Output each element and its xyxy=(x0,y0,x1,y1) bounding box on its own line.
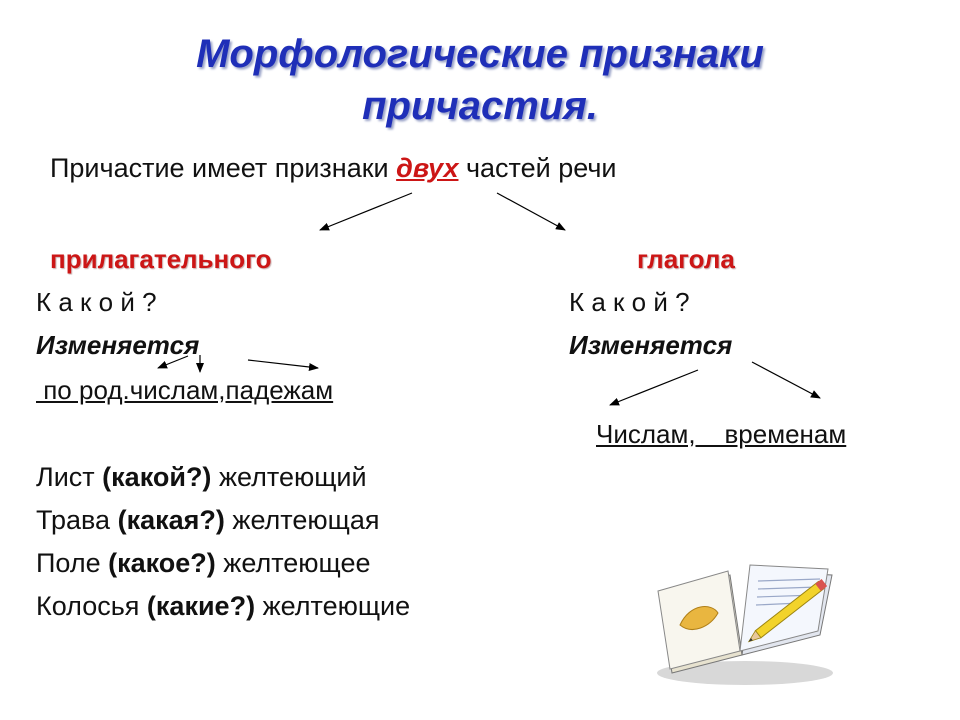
example-row: Поле (какое?) желтеющее xyxy=(36,548,371,579)
slide-title-line-2: причастия. xyxy=(362,84,598,128)
verb-question: К а к о й ? xyxy=(569,287,690,317)
example-participle: желтеющее xyxy=(215,548,371,578)
adjective-categories: по род.числам,падежам xyxy=(36,375,334,405)
arrow-to-verb xyxy=(496,192,566,231)
arrow-verb-right xyxy=(751,361,821,399)
example-row: Лист (какой?) желтеющий xyxy=(36,462,367,493)
lead-before: Причастие имеет признаки xyxy=(50,153,397,183)
lead-highlight: двух xyxy=(396,153,459,183)
example-noun: Лист xyxy=(36,462,103,492)
arrow-left-right xyxy=(247,359,319,371)
example-noun: Колосья xyxy=(36,591,147,621)
example-noun: Поле xyxy=(36,548,109,578)
arrow-left-small xyxy=(157,355,189,369)
example-question: (какая?) xyxy=(117,505,225,535)
example-question: (какой?) xyxy=(102,462,212,492)
arrow-to-adjective xyxy=(319,192,413,231)
example-participle: желтеющая xyxy=(224,505,380,535)
slide-title-line-1: Морфологические признаки xyxy=(196,32,764,76)
example-noun: Трава xyxy=(36,505,118,535)
adjective-changes: Изменяется xyxy=(36,330,200,360)
lead-after: частей речи xyxy=(458,153,617,183)
example-question: (какое?) xyxy=(108,548,216,578)
example-question: (какие?) xyxy=(146,591,256,621)
verb-heading: глагола xyxy=(637,244,735,274)
example-participle: желтеющий xyxy=(211,462,367,492)
adjective-heading: прилагательного xyxy=(50,244,272,274)
example-row: Колосья (какие?) желтеющие xyxy=(36,591,410,622)
adjective-question: К а к о й ? xyxy=(36,287,157,317)
open-book-with-pencil-icon xyxy=(657,564,833,685)
arrow-verb-left xyxy=(609,369,699,406)
example-participle: желтеющие xyxy=(255,591,411,621)
verb-categories: Числам, временам xyxy=(596,419,847,449)
lead-sentence: Причастие имеет признаки двух частей реч… xyxy=(50,153,617,184)
verb-changes: Изменяется xyxy=(569,330,733,360)
example-row: Трава (какая?) желтеющая xyxy=(36,505,380,536)
